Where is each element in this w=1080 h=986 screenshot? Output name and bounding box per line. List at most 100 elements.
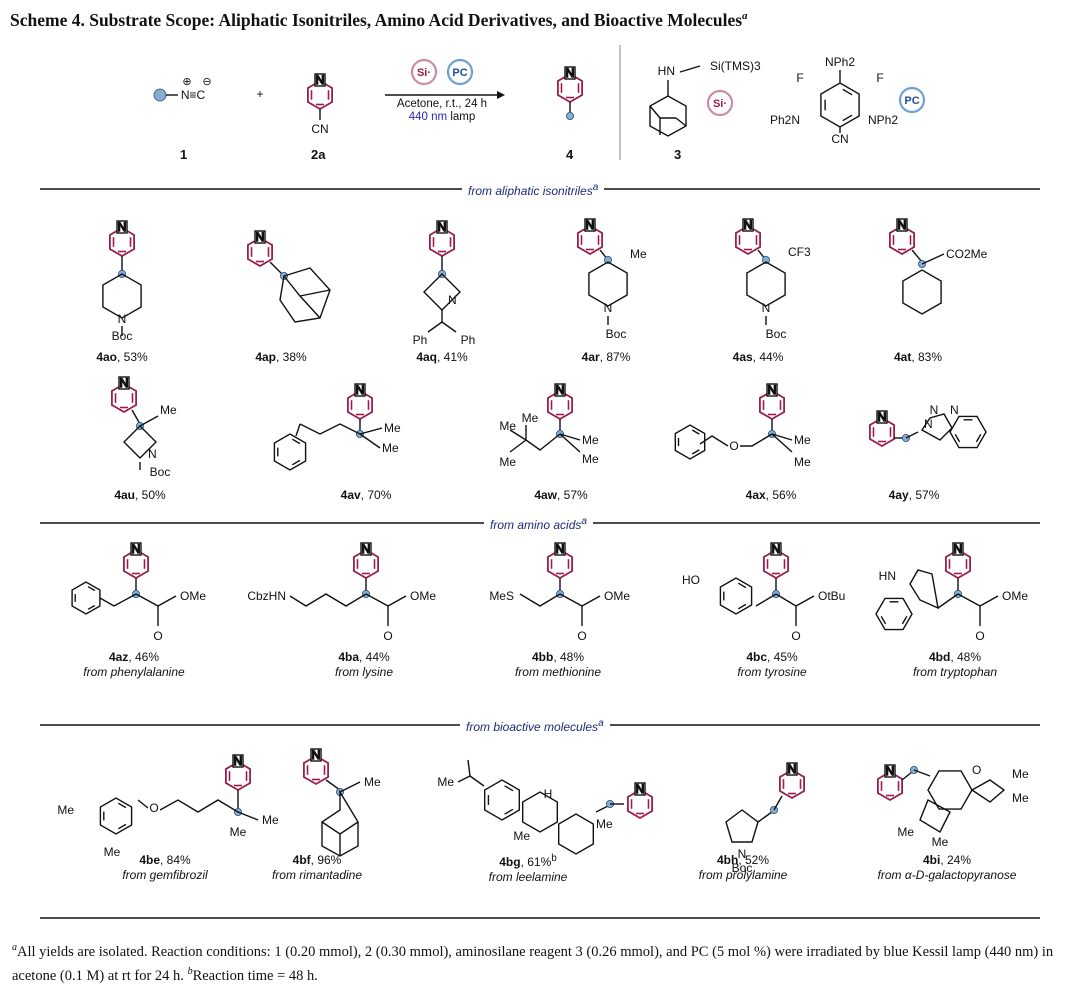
- aromatic-bond: [691, 429, 700, 435]
- bond: [457, 775, 471, 783]
- product-id: 4be: [139, 853, 160, 867]
- atom-label: Ph: [461, 333, 476, 347]
- acetonide-ring: [970, 779, 1006, 803]
- bond: [269, 261, 284, 276]
- product-label-4bc: 4bc, 45%from tyrosine: [687, 650, 857, 679]
- product-label-4bf: 4bf, 96%from rimantadine: [232, 853, 402, 882]
- bond: [581, 595, 601, 607]
- bond: [427, 321, 443, 333]
- aromatic-bond: [737, 582, 747, 589]
- atom-label: O: [791, 629, 800, 643]
- atom-label: N: [762, 301, 771, 315]
- methyl-label: Me: [499, 455, 516, 469]
- pyridine-ring: [547, 382, 573, 420]
- methyl-label: Me: [630, 247, 647, 261]
- footnote-mark-a: a: [12, 942, 17, 953]
- condition-lamp: 440 nm lamp: [408, 111, 476, 123]
- bond: [139, 415, 159, 427]
- bond: [913, 769, 931, 777]
- pc-nph2-right: NPh2: [868, 113, 898, 127]
- bond: [595, 805, 609, 813]
- product-id: 4ax: [745, 488, 766, 502]
- ring: [558, 813, 594, 855]
- methyl-label: Me: [382, 441, 399, 455]
- aromatic-bond: [291, 459, 301, 466]
- pyridine-ring: [302, 747, 330, 785]
- product-id: 4bg: [499, 855, 521, 869]
- atom-label: N: [604, 301, 613, 315]
- bond: [901, 771, 913, 781]
- pyridine-ring: [109, 219, 136, 257]
- product-yield: , 83%: [911, 350, 943, 364]
- scheme-title: Scheme 4. Substrate Scope: Aliphatic Iso…: [10, 10, 748, 30]
- bond: [771, 433, 793, 441]
- aromatic-bond: [504, 808, 514, 815]
- pc-ph2n: Ph2N: [770, 113, 800, 127]
- ring: [746, 261, 786, 307]
- bond: [679, 65, 701, 73]
- benzene-ring: [273, 433, 307, 471]
- arrow-head: [497, 91, 505, 99]
- indole-nh: HN: [879, 569, 896, 583]
- bond: [359, 433, 381, 449]
- benzene-ring: [99, 797, 133, 835]
- otbu-label: OtBu: [818, 589, 845, 603]
- aromatic-bond: [975, 433, 982, 443]
- atom-label: O: [383, 629, 392, 643]
- product-source: from α-D-galactopyranose: [877, 868, 1017, 882]
- reaction-conditions: Acetone, r.t., 24 h 440 nm lamp: [372, 98, 512, 124]
- product-id: 4ar: [581, 350, 600, 364]
- bond: [325, 779, 341, 791]
- product-yield: , 53%: [117, 350, 148, 364]
- nitrile-label: CN: [311, 122, 328, 136]
- charge-plus: ⊕: [182, 76, 191, 88]
- product-yield: , 57%: [908, 488, 940, 502]
- pyridine-ring: [557, 65, 583, 103]
- pyridine-ring: [306, 72, 334, 110]
- benzene-ring: [875, 597, 913, 631]
- bond: [365, 593, 389, 607]
- bond: [509, 429, 527, 441]
- pyridine-ring: [428, 219, 456, 257]
- bond: [237, 811, 259, 821]
- product-label-4ax: 4ax, 56%: [686, 488, 856, 502]
- aromatic-bond: [117, 802, 127, 809]
- boc-label: Boc: [606, 327, 627, 341]
- pyridine-ring: [759, 382, 785, 420]
- pyridine-ring: [352, 541, 380, 579]
- product-yield: , 61%: [520, 855, 552, 869]
- mes-label: MeS: [489, 589, 514, 603]
- methyl-label: Me: [262, 813, 279, 827]
- atom-label: Me: [104, 845, 121, 859]
- atom-label: O: [149, 801, 158, 815]
- boc-label: Boc: [150, 465, 171, 479]
- product-yield: , 56%: [765, 488, 797, 502]
- boc-label: Boc: [112, 329, 133, 343]
- product-source: from prolylamine: [698, 868, 788, 882]
- bond: [921, 253, 945, 265]
- methyl-label: Me: [513, 829, 530, 843]
- ring: [522, 791, 558, 833]
- pc-f-left: F: [796, 71, 803, 85]
- atom-label: N: [148, 447, 157, 461]
- product-id: 4au: [114, 488, 135, 502]
- ring: [588, 261, 628, 307]
- phenol-label: HO: [682, 573, 700, 587]
- bond: [339, 781, 361, 793]
- adamantane-cage: [279, 267, 331, 323]
- methyl-label: Me: [794, 455, 811, 469]
- pyridine-ring: [123, 541, 150, 579]
- yield-footnote-mark: b: [551, 853, 557, 864]
- pc-badge-reagent: [898, 86, 926, 114]
- pyridine-ring: [763, 541, 789, 579]
- bond: [979, 595, 999, 607]
- product-yield: , 41%: [437, 350, 468, 364]
- product-id: 4ba: [338, 650, 359, 664]
- product-source: from gemfibrozil: [122, 868, 208, 882]
- product-yield: , 44%: [359, 650, 390, 664]
- benzene-ring: [71, 581, 101, 615]
- product-source: from tyrosine: [737, 665, 807, 679]
- pyridine-ring: [889, 217, 915, 255]
- methyl-label: Me: [499, 419, 516, 433]
- product-yield: , 87%: [599, 350, 631, 364]
